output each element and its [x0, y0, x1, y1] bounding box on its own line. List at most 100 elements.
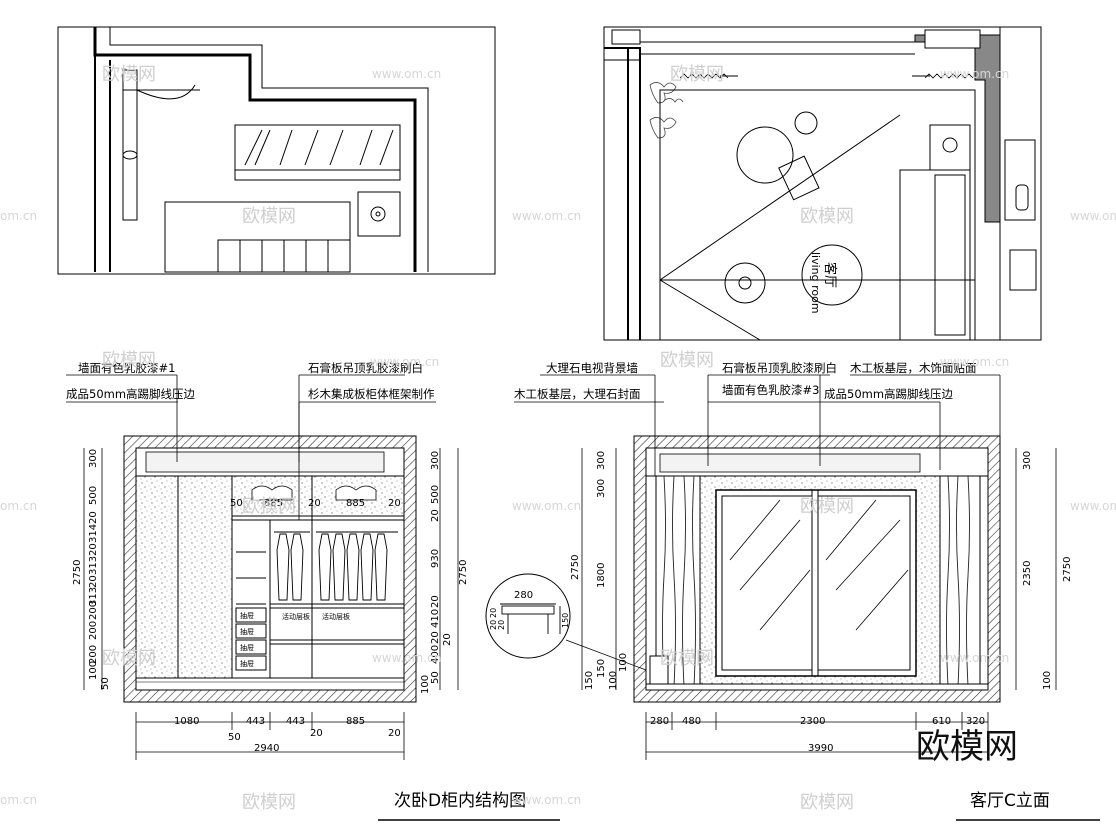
- dim-right-1: 300: [430, 451, 441, 470]
- watermark-url: www.om.cn: [940, 651, 1009, 665]
- dim-r-bottom-4: 610: [932, 716, 951, 727]
- dim-r-bottom-total: 3990: [808, 743, 833, 754]
- dim-bottom-4: 885: [346, 716, 365, 727]
- dim-left-3: 20: [88, 511, 99, 524]
- dim-bottom-1: 1080: [174, 716, 199, 727]
- watermark-logo: 欧模网: [102, 648, 156, 669]
- dim-left-7: 20: [88, 575, 99, 588]
- dim-left-13: 50: [100, 677, 111, 690]
- detail-dim-4: 20: [489, 608, 498, 618]
- dim-r-left-total: 2750: [570, 555, 581, 580]
- note-skirting-right: 成品50mm高踢脚线压边: [824, 387, 954, 401]
- watermark-logo: 欧模网: [242, 792, 296, 813]
- note-ceiling-right: 石膏板吊顶乳胶漆刷白: [722, 361, 837, 375]
- dim-r-right-1: 300: [1022, 451, 1033, 470]
- dim-right-7: 20: [430, 631, 441, 644]
- dim-inner-3: 20: [308, 498, 321, 509]
- dim-bottom-small-2: 20: [310, 728, 323, 739]
- dim-bottom-small-1: 50: [228, 732, 241, 743]
- dim-r-left-7: 150: [584, 671, 595, 690]
- detail-dim-5: 150: [561, 613, 570, 628]
- dim-bottom-total: 2940: [254, 743, 279, 754]
- detail-dim-3: 20: [497, 620, 506, 630]
- note-skirting: 成品50mm高踢脚线压边: [66, 387, 196, 401]
- dim-r-bottom-5: 320: [966, 716, 985, 727]
- watermark-url-partial: om.cn: [0, 793, 37, 807]
- detail-dim-2: 20: [489, 620, 498, 630]
- left-elevation: [66, 374, 459, 760]
- watermark-logo: 欧模网: [242, 496, 296, 517]
- dim-inner-2: 885: [264, 498, 283, 509]
- drawer-label-2: 抽屉: [240, 627, 254, 636]
- shelf-label-1: 活动层板: [282, 612, 310, 621]
- watermark-logo: 欧模网: [800, 496, 854, 517]
- watermark-url-partial: om.cn: [0, 209, 37, 223]
- dim-r-left-3: 1800: [596, 563, 607, 588]
- right-elevation: [485, 374, 1057, 760]
- watermark-url: www.om.cn: [372, 651, 441, 665]
- dim-left-2: 500: [88, 486, 99, 505]
- dim-left-total: 2750: [72, 560, 83, 585]
- dim-right-2: 500: [430, 485, 441, 504]
- dim-r-left-6: 100: [618, 653, 629, 672]
- left-elevation-labels: 墙面有色乳胶漆#1 成品50mm高踢脚线压边 石膏板吊顶乳胶漆刷白 杉木集成板柜…: [66, 361, 560, 821]
- dim-left-5: 20: [88, 543, 99, 556]
- dim-right-6: 410: [430, 609, 441, 628]
- note-wood-marble: 木工板基层，大理石封面: [514, 387, 641, 401]
- note-wood-veneer: 木工板基层，木饰面贴面: [850, 361, 977, 375]
- note-ceiling: 石膏板吊顶乳胶漆刷白: [308, 361, 423, 375]
- watermark-url-partial: www.om.cn: [1070, 209, 1116, 223]
- dim-r-right-3: 100: [1042, 671, 1053, 690]
- watermark-url-partial: www.om.cn: [1070, 499, 1116, 513]
- watermark-url: www.om.cn: [372, 67, 441, 81]
- watermark-logo: 欧模网: [102, 64, 156, 85]
- watermark-url: www.om.cn: [512, 499, 581, 513]
- watermarks: 欧模网 www.om.cn 欧模网 www.om.cn om.cn 欧模网 ww…: [0, 64, 1116, 813]
- dim-left-11: 200: [88, 645, 99, 664]
- dim-r-right-total: 2750: [1062, 557, 1073, 582]
- drawer-label-3: 抽屉: [240, 643, 254, 652]
- note-marble-wall: 大理石电视背景墙: [546, 361, 638, 375]
- dim-r-bottom-3: 2300: [800, 716, 825, 727]
- room-label-cn: 客厅: [822, 262, 838, 288]
- title-left-elevation: 次卧D柜内结构图: [394, 791, 526, 811]
- watermark-logo: 欧模网: [242, 206, 296, 227]
- dim-inner-1: 50: [230, 498, 243, 509]
- watermark-url-partial: om.cn: [0, 499, 37, 513]
- note-cabinet-frame: 杉木集成板柜体框架制作: [308, 387, 435, 401]
- brand-logo: 欧模网: [916, 727, 1018, 767]
- title-right-elevation: 客厅C立面: [970, 791, 1050, 811]
- dim-bottom-3: 443: [286, 716, 305, 727]
- watermark-url: www.om.cn: [940, 355, 1009, 369]
- dim-right-8: 400: [430, 645, 441, 664]
- note-wall-paint-3: 墙面有色乳胶漆#3: [722, 383, 819, 397]
- dim-bottom-small-3: 20: [388, 728, 401, 739]
- watermark-url: www.om.cn: [940, 67, 1009, 81]
- dim-right-9: 50: [430, 671, 441, 684]
- dim-left-10: 200: [88, 621, 99, 640]
- dim-right-10: 100: [420, 675, 431, 694]
- room-label-en: living room: [809, 252, 822, 314]
- dim-r-left-2: 300: [596, 479, 607, 498]
- watermark-logo: 欧模网: [800, 792, 854, 813]
- watermark-logo: 欧模网: [660, 648, 714, 669]
- dim-r-left-5: 100: [608, 671, 619, 690]
- watermark-logo: 欧模网: [670, 64, 724, 85]
- dim-bottom-2: 443: [246, 716, 265, 727]
- dim-r-left-1: 300: [596, 451, 607, 470]
- drawer-label-4: 抽屉: [240, 659, 254, 668]
- dim-right-5: 20: [430, 595, 441, 608]
- watermark-logo: 欧模网: [800, 206, 854, 227]
- dim-right-inner: 20: [442, 633, 453, 646]
- dim-right-3: 20: [430, 509, 441, 522]
- watermark-logo: 欧模网: [660, 350, 714, 371]
- plan-right: [603, 26, 1042, 341]
- watermark-url: www.om.cn: [370, 355, 439, 369]
- note-wall-paint: 墙面有色乳胶漆#1: [78, 361, 175, 375]
- drawer-label-1: 抽屉: [240, 611, 254, 620]
- dim-left-12: 100: [88, 661, 99, 680]
- shelf-label-2: 活动层板: [322, 612, 350, 621]
- dim-left-4: 314: [88, 524, 99, 543]
- dim-right-4: 930: [430, 549, 441, 568]
